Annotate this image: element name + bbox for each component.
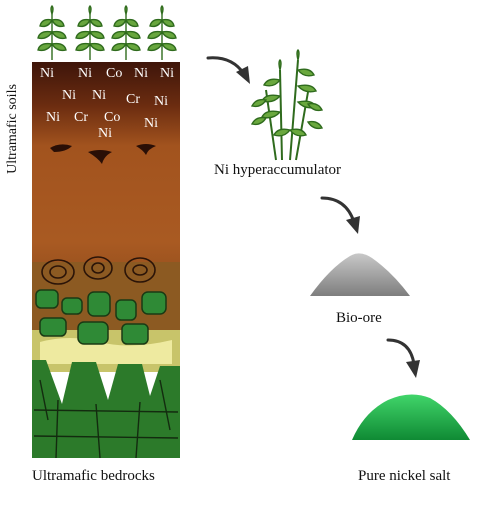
arrow-ore-to-salt bbox=[386, 338, 416, 366]
hyperaccumulator-label: Ni hyperaccumulator bbox=[214, 162, 342, 178]
element-label: Ni bbox=[62, 88, 76, 103]
element-label: Ni bbox=[134, 66, 148, 81]
bedrock-fractures bbox=[33, 379, 179, 459]
element-label: Ni bbox=[154, 94, 168, 109]
element-label: Ni bbox=[40, 66, 54, 81]
soil-label: Ultramafic soils bbox=[5, 84, 20, 174]
element-label: Co bbox=[106, 66, 123, 81]
arrow-head bbox=[236, 66, 250, 84]
element-label: Ni bbox=[98, 126, 112, 141]
element-label: Ni bbox=[144, 116, 158, 131]
nickel-salt-label: Pure nickel salt bbox=[358, 468, 451, 484]
element-label: Ni bbox=[92, 88, 106, 103]
arrow-plant-to-ore bbox=[320, 196, 356, 224]
boulder-group bbox=[35, 289, 167, 345]
saprolite-light bbox=[40, 338, 172, 364]
surface-plants bbox=[37, 5, 177, 60]
bio-ore-pile bbox=[310, 253, 410, 296]
arrow-head bbox=[406, 360, 420, 378]
element-label: Cr bbox=[74, 110, 88, 125]
soil-nodule bbox=[50, 144, 72, 152]
nickel-salt-pile bbox=[352, 394, 470, 440]
arrow-head bbox=[346, 216, 360, 234]
element-label: Cr bbox=[126, 92, 140, 107]
bedrock-label: Ultramafic bedrocks bbox=[32, 468, 155, 484]
element-label: Ni bbox=[46, 110, 60, 125]
element-label: Ni bbox=[78, 66, 92, 81]
soil-nodule bbox=[136, 144, 156, 155]
element-label: Co bbox=[104, 110, 121, 125]
soil-nodule bbox=[88, 150, 112, 164]
element-label: Ni bbox=[160, 66, 174, 81]
bio-ore-label: Bio-ore bbox=[336, 310, 382, 326]
arrow-heads bbox=[236, 66, 420, 378]
spheroidal-rings bbox=[41, 256, 156, 285]
hyperaccumulator-plant bbox=[250, 49, 324, 161]
bedrock bbox=[32, 360, 180, 458]
